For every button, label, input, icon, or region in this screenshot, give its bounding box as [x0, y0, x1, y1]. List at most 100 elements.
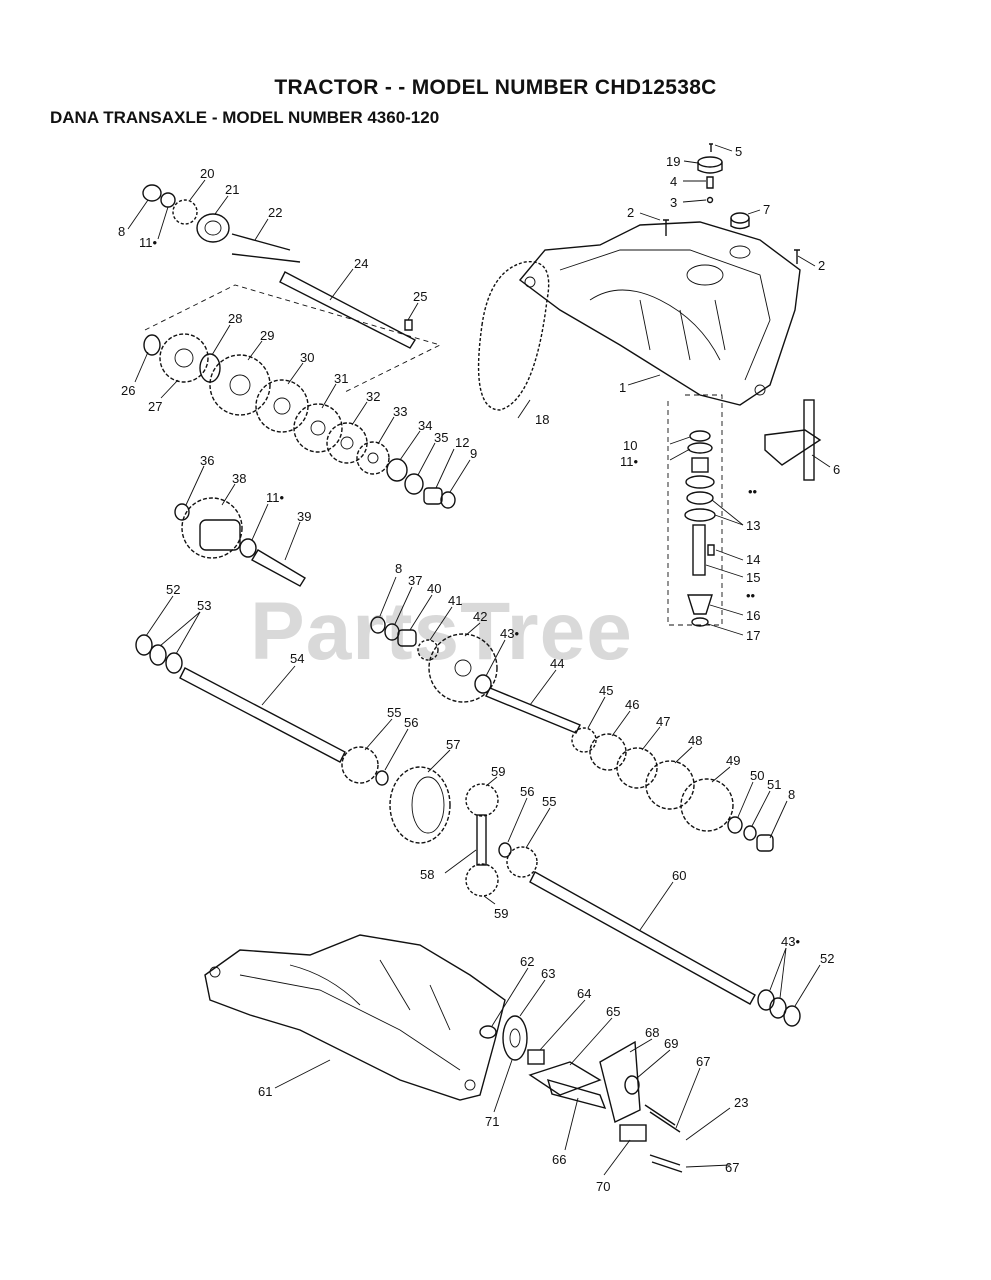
callout-71: 71	[485, 1114, 499, 1129]
callout-52b: 52	[820, 951, 834, 966]
watermark: PartsTree	[250, 586, 633, 677]
callout-16: 16	[746, 608, 760, 623]
callout-15: 15	[746, 570, 760, 585]
callout-19: 19	[666, 154, 680, 169]
callout-7: 7	[763, 202, 770, 217]
callout-double-dot-1: ••	[748, 484, 758, 499]
callout-60: 60	[672, 868, 686, 883]
callout-1: 1	[619, 380, 626, 395]
lower-housing	[204, 934, 506, 1101]
callout-14: 14	[746, 552, 760, 567]
diagram-subtitle: DANA TRANSAXLE - MODEL NUMBER 4360-120	[50, 108, 440, 127]
axle-shaft-left	[135, 634, 389, 786]
callout-66: 66	[552, 1152, 566, 1167]
callout-36: 36	[200, 453, 214, 468]
callout-17: 17	[746, 628, 760, 643]
callout-55b: 55	[542, 794, 556, 809]
callout-54: 54	[290, 651, 304, 666]
callout-51: 51	[767, 777, 781, 792]
callout-44: 44	[550, 656, 564, 671]
callout-37: 37	[408, 573, 422, 588]
callout-10: 10	[623, 438, 637, 453]
callout-28: 28	[228, 311, 242, 326]
shift-bracket	[764, 399, 822, 481]
callout-8a: 8	[118, 224, 125, 239]
top-small-parts	[663, 143, 800, 264]
axle-shaft-right	[529, 871, 801, 1027]
callout-53: 53	[197, 598, 211, 613]
upper-housing	[518, 221, 801, 406]
callout-31: 31	[334, 371, 348, 386]
callout-24: 24	[354, 256, 368, 271]
callout-double-dot-2: ••	[746, 588, 756, 603]
callout-38: 38	[232, 471, 246, 486]
drive-chain	[477, 261, 550, 411]
callout-22: 22	[268, 205, 282, 220]
callout-30: 30	[300, 350, 314, 365]
callout-11a: 11•	[139, 235, 157, 250]
callout-68: 68	[645, 1025, 659, 1040]
callout-23: 23	[734, 1095, 748, 1110]
callout-50: 50	[750, 768, 764, 783]
callout-49: 49	[726, 753, 740, 768]
callout-5: 5	[735, 144, 742, 159]
callout-47: 47	[656, 714, 670, 729]
callout-56b: 56	[520, 784, 534, 799]
callout-35: 35	[434, 430, 448, 445]
callout-41: 41	[448, 593, 462, 608]
callout-20: 20	[200, 166, 214, 181]
callout-26: 26	[121, 383, 135, 398]
callout-45: 45	[599, 683, 613, 698]
callout-42: 42	[473, 609, 487, 624]
callout-62: 62	[520, 954, 534, 969]
gear-cluster-upper	[143, 284, 456, 509]
callout-25: 25	[413, 289, 427, 304]
callout-64: 64	[577, 986, 591, 1001]
callout-61: 61	[258, 1084, 272, 1099]
callout-70: 70	[596, 1179, 610, 1194]
callout-13: 13	[746, 518, 760, 533]
callout-3: 3	[670, 195, 677, 210]
callout-32: 32	[366, 389, 380, 404]
callout-8c: 8	[788, 787, 795, 802]
brake-shaft-group	[142, 184, 416, 349]
pinion-shaft-group	[667, 394, 723, 627]
differential-group	[389, 766, 538, 897]
callout-33: 33	[393, 404, 407, 419]
callout-59b: 59	[494, 906, 508, 921]
callout-55a: 55	[387, 705, 401, 720]
callout-43b: 43•	[781, 934, 800, 949]
callout-4: 4	[670, 174, 677, 189]
callout-2b: 2	[818, 258, 825, 273]
callout-39: 39	[297, 509, 311, 524]
callout-52a: 52	[166, 582, 180, 597]
callout-2a: 2	[627, 205, 634, 220]
callout-9: 9	[470, 446, 477, 461]
callout-58: 58	[420, 867, 434, 882]
diagram-title: TRACTOR - - MODEL NUMBER CHD12538C	[274, 76, 717, 99]
callout-57: 57	[446, 737, 460, 752]
callout-63: 63	[541, 966, 555, 981]
brake-assembly-parts	[479, 1015, 683, 1173]
callout-12: 12	[455, 435, 469, 450]
callout-65: 65	[606, 1004, 620, 1019]
callout-43a: 43•	[500, 626, 519, 641]
countershaft-group	[370, 616, 774, 852]
callout-69: 69	[664, 1036, 678, 1051]
cluster-gear-group	[174, 497, 306, 587]
callout-56a: 56	[404, 715, 418, 730]
callout-leaders	[127, 144, 831, 1176]
callout-11c: 11•	[266, 490, 284, 505]
callout-labels: 1 2 2 3 4 5 6 7 8 8 8 9 10 11• 11• 11• 1…	[118, 144, 840, 1194]
callout-21: 21	[225, 182, 239, 197]
callout-6: 6	[833, 462, 840, 477]
callout-8b: 8	[395, 561, 402, 576]
callout-18: 18	[535, 412, 549, 427]
callout-67b: 67	[725, 1160, 739, 1175]
callout-34: 34	[418, 418, 432, 433]
callout-40: 40	[427, 581, 441, 596]
callout-67a: 67	[696, 1054, 710, 1069]
callout-29: 29	[260, 328, 274, 343]
callout-46: 46	[625, 697, 639, 712]
